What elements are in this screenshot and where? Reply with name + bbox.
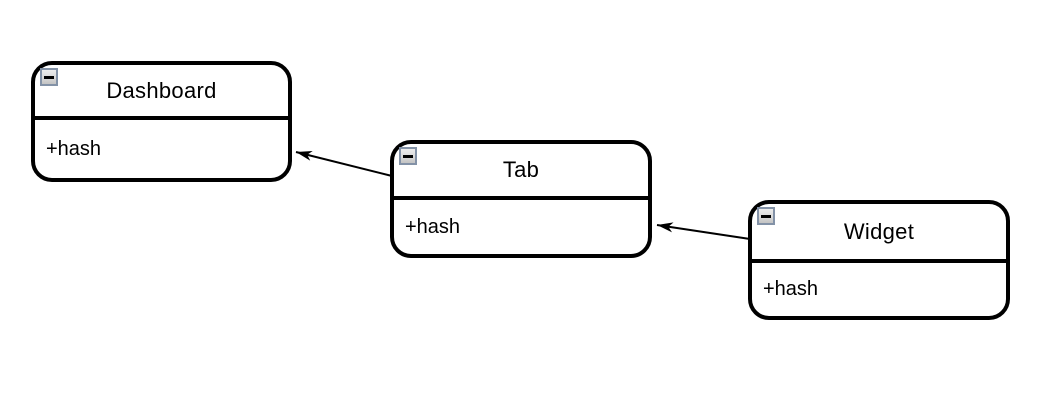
- minus-icon: [761, 214, 771, 218]
- class-box-dashboard[interactable]: Dashboard +hash: [31, 61, 292, 182]
- class-box-tab[interactable]: Tab +hash: [390, 140, 652, 258]
- collapse-minus-button[interactable]: [757, 207, 775, 225]
- class-attribute: +hash: [46, 137, 102, 160]
- collapse-minus-button[interactable]: [399, 147, 417, 165]
- class-attribute: +hash: [405, 215, 461, 238]
- class-attributes-section: +hash: [752, 263, 1006, 316]
- class-attribute: +hash: [763, 278, 819, 300]
- collapse-minus-button[interactable]: [40, 68, 58, 86]
- class-name: Dashboard: [106, 77, 217, 103]
- edge-tab-to-dashboard[interactable]: [295, 151, 393, 177]
- class-name: Tab: [502, 157, 540, 182]
- class-attributes-section: +hash: [35, 120, 288, 178]
- class-header: Tab: [394, 144, 648, 200]
- class-name: Widget: [843, 218, 915, 244]
- class-attributes-section: +hash: [394, 200, 648, 254]
- edge-widget-to-tab[interactable]: [656, 222, 751, 240]
- minus-icon: [44, 75, 54, 79]
- class-header: Widget: [752, 204, 1006, 263]
- class-header: Dashboard: [35, 65, 288, 120]
- minus-icon: [403, 154, 413, 158]
- class-box-widget[interactable]: Widget +hash: [748, 200, 1010, 320]
